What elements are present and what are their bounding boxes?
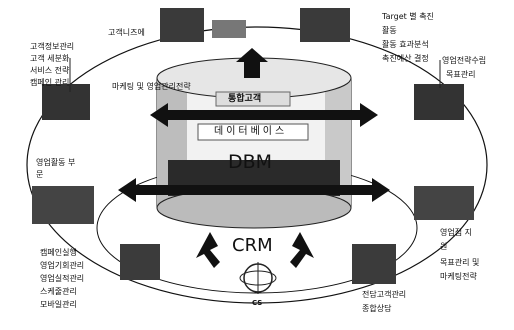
arrow-down-right — [290, 232, 314, 268]
sales-activity-label: 영업활동 부 — [36, 158, 75, 168]
bottom-left-list-item: 모바일관리 — [40, 300, 77, 310]
top-right-list-item: Target 별 촉진 — [382, 12, 434, 22]
photo-bottom-right — [352, 244, 396, 284]
bottom-right-list-item: 마케팅전략 — [440, 272, 477, 282]
dbm-label: DBM — [228, 152, 272, 172]
photo-left-lower — [32, 186, 94, 224]
sales-strategy-setup-label: 영업전략수립 — [442, 56, 486, 66]
photo-top-left-2 — [212, 20, 246, 38]
bottom-left-list-item: 캠페인실행 — [40, 248, 77, 258]
top-right-list-item: 활동 — [382, 26, 397, 36]
crm-label: CRM — [232, 236, 273, 256]
bottom-center-list-item: 종합상담 — [362, 304, 391, 314]
photo-top-left — [160, 8, 204, 42]
db-mid-label: 데이터베이스 — [214, 127, 287, 137]
sales-activity-label-2: 문 — [36, 170, 43, 180]
top-right-list-item: 촉진예산 결정 — [382, 54, 429, 64]
top-left-list-item: 고객정보관리 — [30, 42, 74, 52]
bottom-left-list-item: 영업실적관리 — [40, 274, 84, 284]
target-setup-label: 목표관리 — [446, 70, 475, 80]
top-left-list-item: 고객 세분화 — [30, 54, 69, 64]
photo-bottom-left — [120, 244, 160, 280]
top-left-list-item: 서비스 전략 — [30, 66, 69, 76]
top-right-list-item: 활동 효과분석 — [382, 40, 429, 50]
bottom-right-list-item: 원 — [440, 242, 447, 252]
customer-needs-label: 고객니즈에 — [108, 28, 145, 38]
photo-right-lower — [414, 186, 474, 220]
arrow-down-left — [196, 232, 220, 268]
photo-top-right — [300, 8, 350, 42]
db-top-label: 통합고객 — [228, 94, 261, 104]
cs-label: CS — [252, 298, 262, 308]
bottom-left-list-item: 영업기회관리 — [40, 261, 84, 271]
bottom-right-list-item: 목표관리 및 — [440, 258, 479, 268]
photo-right-upper — [414, 84, 464, 120]
bottom-left-list-item: 스케줄관리 — [40, 287, 77, 297]
marketing-strategy-label: 마케팅 및 영업관리전략 — [112, 82, 191, 92]
photo-left-upper — [42, 84, 90, 120]
top-left-list-item: 캠페인 관리 — [30, 78, 69, 88]
bottom-center-list-item: 전담고객관리 — [362, 290, 406, 300]
bottom-right-list-item: 영업점 지 — [440, 228, 472, 238]
